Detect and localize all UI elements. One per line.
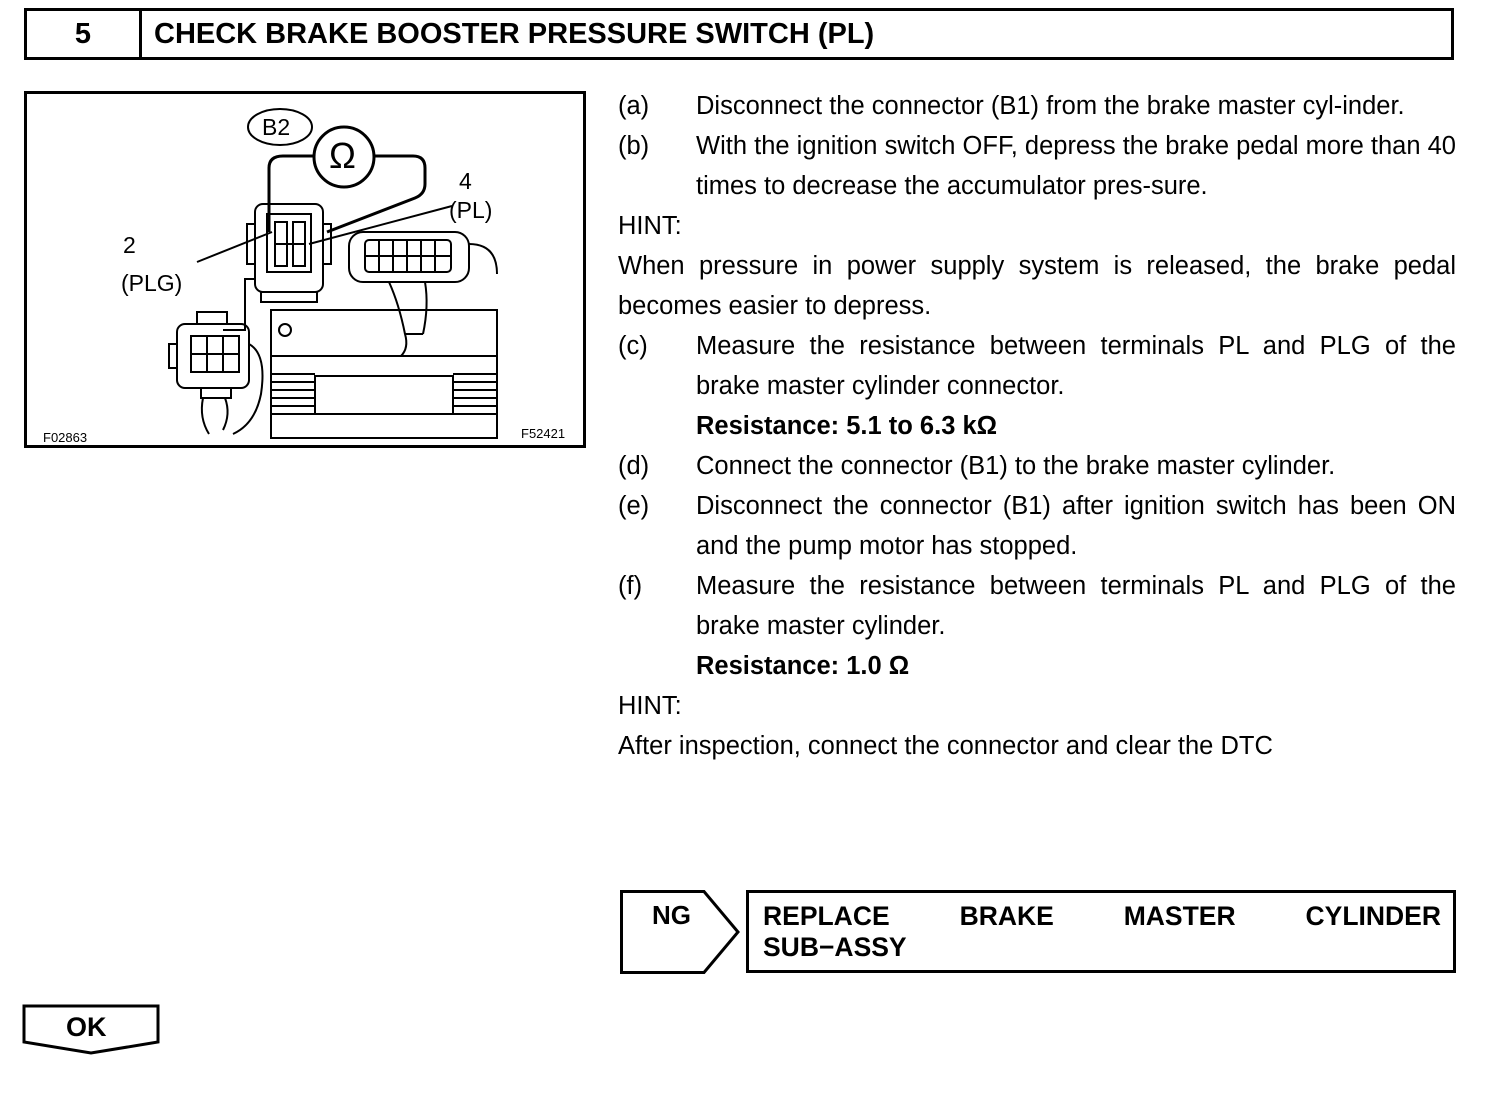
ng-arrow-shape [620, 890, 740, 974]
terminal-pl-number: 4 [459, 168, 472, 194]
resistance-spec-1: Resistance: 5.1 to 6.3 kΩ [696, 412, 998, 440]
hint-1-label: HINT: [618, 212, 682, 240]
step-e: (e) Disconnect the connector (B1) after … [618, 486, 1456, 566]
step-a-text: Disconnect the connector (B1) from the b… [696, 92, 1405, 120]
step-f-label: (f) [618, 572, 643, 600]
terminal-pl-name: (PL) [449, 197, 493, 223]
step-e-label: (e) [618, 492, 650, 520]
resistance-spec-2: Resistance: 1.0 Ω [696, 652, 910, 680]
step-number: 5 [27, 11, 142, 57]
step-a-label: (a) [618, 92, 650, 120]
step-title: CHECK BRAKE BOOSTER PRESSURE SWITCH (PL) [154, 17, 875, 50]
hint-2-label: HINT: [618, 692, 682, 720]
step-b-label: (b) [618, 132, 650, 160]
hint-2-text: After inspection, connect the connector … [618, 732, 1273, 760]
ng-action-word: CYLINDER [1305, 901, 1441, 931]
step-d: (d) Connect the connector (B1) to the br… [618, 446, 1456, 486]
ng-action-word: REPLACE [763, 901, 890, 931]
ohmmeter-icon [312, 125, 376, 189]
step-b-text: With the ignition switch OFF, depress th… [696, 132, 1456, 200]
step-b: (b) With the ignition switch OFF, depres… [618, 126, 1456, 206]
ng-action-box: REPLACE BRAKE MASTER CYLINDER SUB−ASSY [746, 890, 1456, 973]
connector-drawing [168, 154, 498, 439]
step-c: (c) Measure the resistance between termi… [618, 326, 1456, 406]
ok-arrow-shape [22, 1004, 160, 1055]
ok-label: OK [66, 1012, 107, 1042]
connector-label: B2 [262, 114, 291, 140]
step-header: 5 CHECK BRAKE BOOSTER PRESSURE SWITCH (P… [24, 8, 1454, 60]
step-f-text: Measure the resistance between terminals… [696, 572, 1456, 640]
step-c-text: Measure the resistance between terminals… [696, 332, 1456, 400]
step-f: (f) Measure the resistance between termi… [618, 566, 1456, 646]
hint-1-text: When pressure in power supply system is … [618, 252, 1456, 320]
figure-code-right: F52421 [521, 426, 566, 441]
procedure-steps: (a) Disconnect the connector (B1) from t… [618, 86, 1456, 766]
step-d-label: (d) [618, 452, 650, 480]
step-d-text: Connect the connector (B1) to the brake … [696, 452, 1336, 480]
ng-action-line-2: SUB−ASSY [763, 932, 907, 962]
figure-code-left: F02863 [43, 430, 88, 445]
ng-action-line-1: REPLACE BRAKE MASTER CYLINDER [763, 901, 1441, 932]
connector-label-oval [247, 108, 313, 146]
ng-label: NG [652, 900, 691, 930]
terminal-plg-number: 2 [123, 232, 136, 258]
step-a: (a) Disconnect the connector (B1) from t… [618, 86, 1456, 126]
ng-action-word: BRAKE [959, 901, 1054, 931]
step-c-label: (c) [618, 332, 648, 360]
connector-illustration: B2 Ω 4 (PL) 2 (PLG) F02863 F52421 [24, 91, 586, 448]
step-e-text: Disconnect the connector (B1) after igni… [696, 492, 1456, 560]
ng-action-word: MASTER [1123, 901, 1236, 931]
ohm-symbol: Ω [329, 135, 356, 176]
terminal-plg-name: (PLG) [121, 270, 183, 296]
